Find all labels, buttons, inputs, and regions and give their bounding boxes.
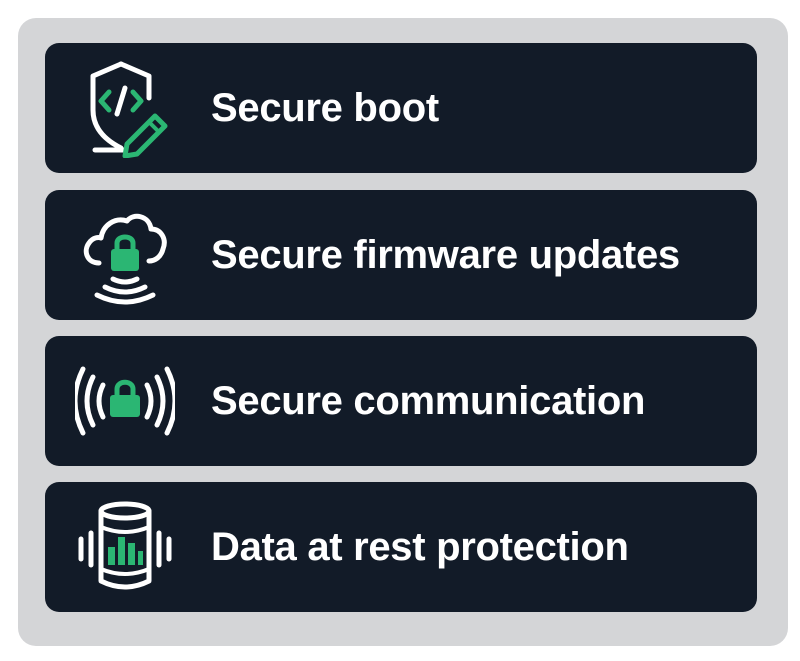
shield-code-pen-icon [75, 58, 175, 158]
database-chart-icon [75, 497, 175, 597]
feature-card-data-at-rest-protection: Data at rest protection [45, 482, 757, 612]
lock-radio-waves-icon [75, 351, 175, 451]
feature-label: Data at rest protection [211, 525, 629, 569]
feature-card-secure-communication: Secure communication [45, 336, 757, 466]
feature-label: Secure boot [211, 86, 439, 130]
feature-label: Secure communication [211, 379, 646, 423]
feature-card-secure-boot: Secure boot [45, 43, 757, 173]
cloud-lock-signal-icon [75, 205, 175, 305]
feature-card-secure-firmware-updates: Secure firmware updates [45, 190, 757, 320]
feature-label: Secure firmware updates [211, 233, 680, 277]
